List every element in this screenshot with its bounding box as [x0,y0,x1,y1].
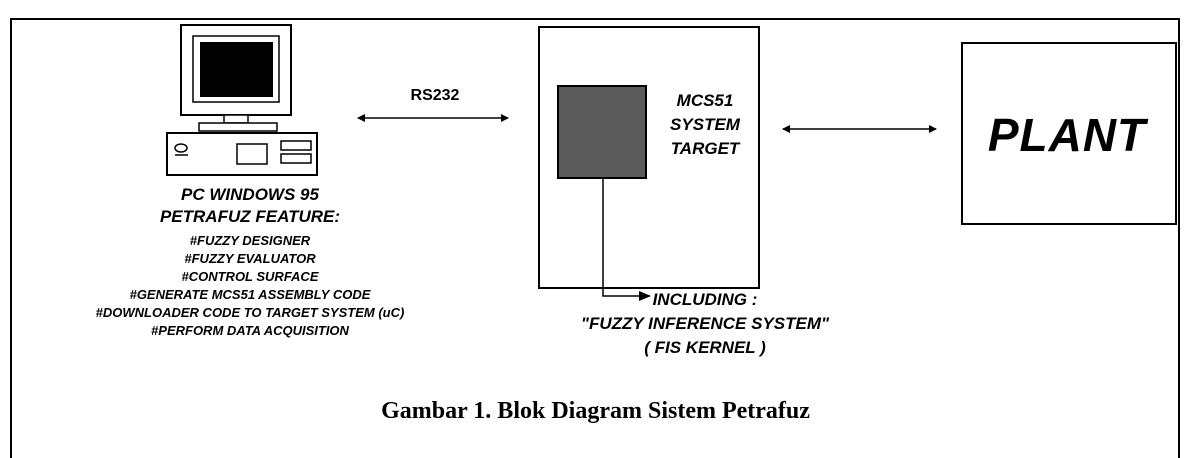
floppy-slot-1 [280,140,312,151]
fis-connector-arrow [602,178,651,301]
feature-item: #FUZZY DESIGNER [189,233,311,248]
feature-heading: PETRAFUZ FEATURE: [159,207,341,226]
pc-title: PC WINDOWS 95 [181,185,319,204]
feature-item: #DOWNLOADER CODE TO TARGET SYSTEM (uC) [95,305,405,320]
feature-item: #PERFORM DATA ACQUISITION [151,323,349,338]
target-label-line: MCS51 [676,91,734,110]
including-label: INCLUDING : "FUZZY INFERENCE SYSTEM" ( F… [560,288,850,360]
feature-item: #GENERATE MCS51 ASSEMBLY CODE [129,287,371,302]
rs232-label: RS232 [410,87,460,104]
monitor-base [198,122,278,132]
plant-box [961,42,1177,225]
plant-label: PLANT [987,109,1147,161]
figure-caption: Gambar 1. Blok Diagram Sistem Petrafuz [381,398,810,424]
target-label-line: TARGET [670,139,740,158]
diagram-frame [10,18,1180,458]
including-line: ( FIS KERNEL ) [644,338,766,357]
including-line: "FUZZY INFERENCE SYSTEM" [580,314,830,333]
feature-item: #FUZZY EVALUATOR [184,251,316,266]
target-label-line: SYSTEM [670,115,740,134]
including-line: INCLUDING : [652,290,758,309]
floppy-slot-2 [280,153,312,164]
drive-bay [236,143,268,165]
computer-icon [166,24,318,176]
feature-list: #FUZZY DESIGNER #FUZZY EVALUATOR #CONTRO… [0,232,500,340]
monitor-screen [200,42,273,97]
feature-item: #CONTROL SURFACE [181,269,319,284]
monitor-neck [223,114,249,124]
microcontroller-chip [557,85,647,179]
power-button [174,143,188,153]
target-label: MCS51 SYSTEM TARGET [660,89,750,161]
